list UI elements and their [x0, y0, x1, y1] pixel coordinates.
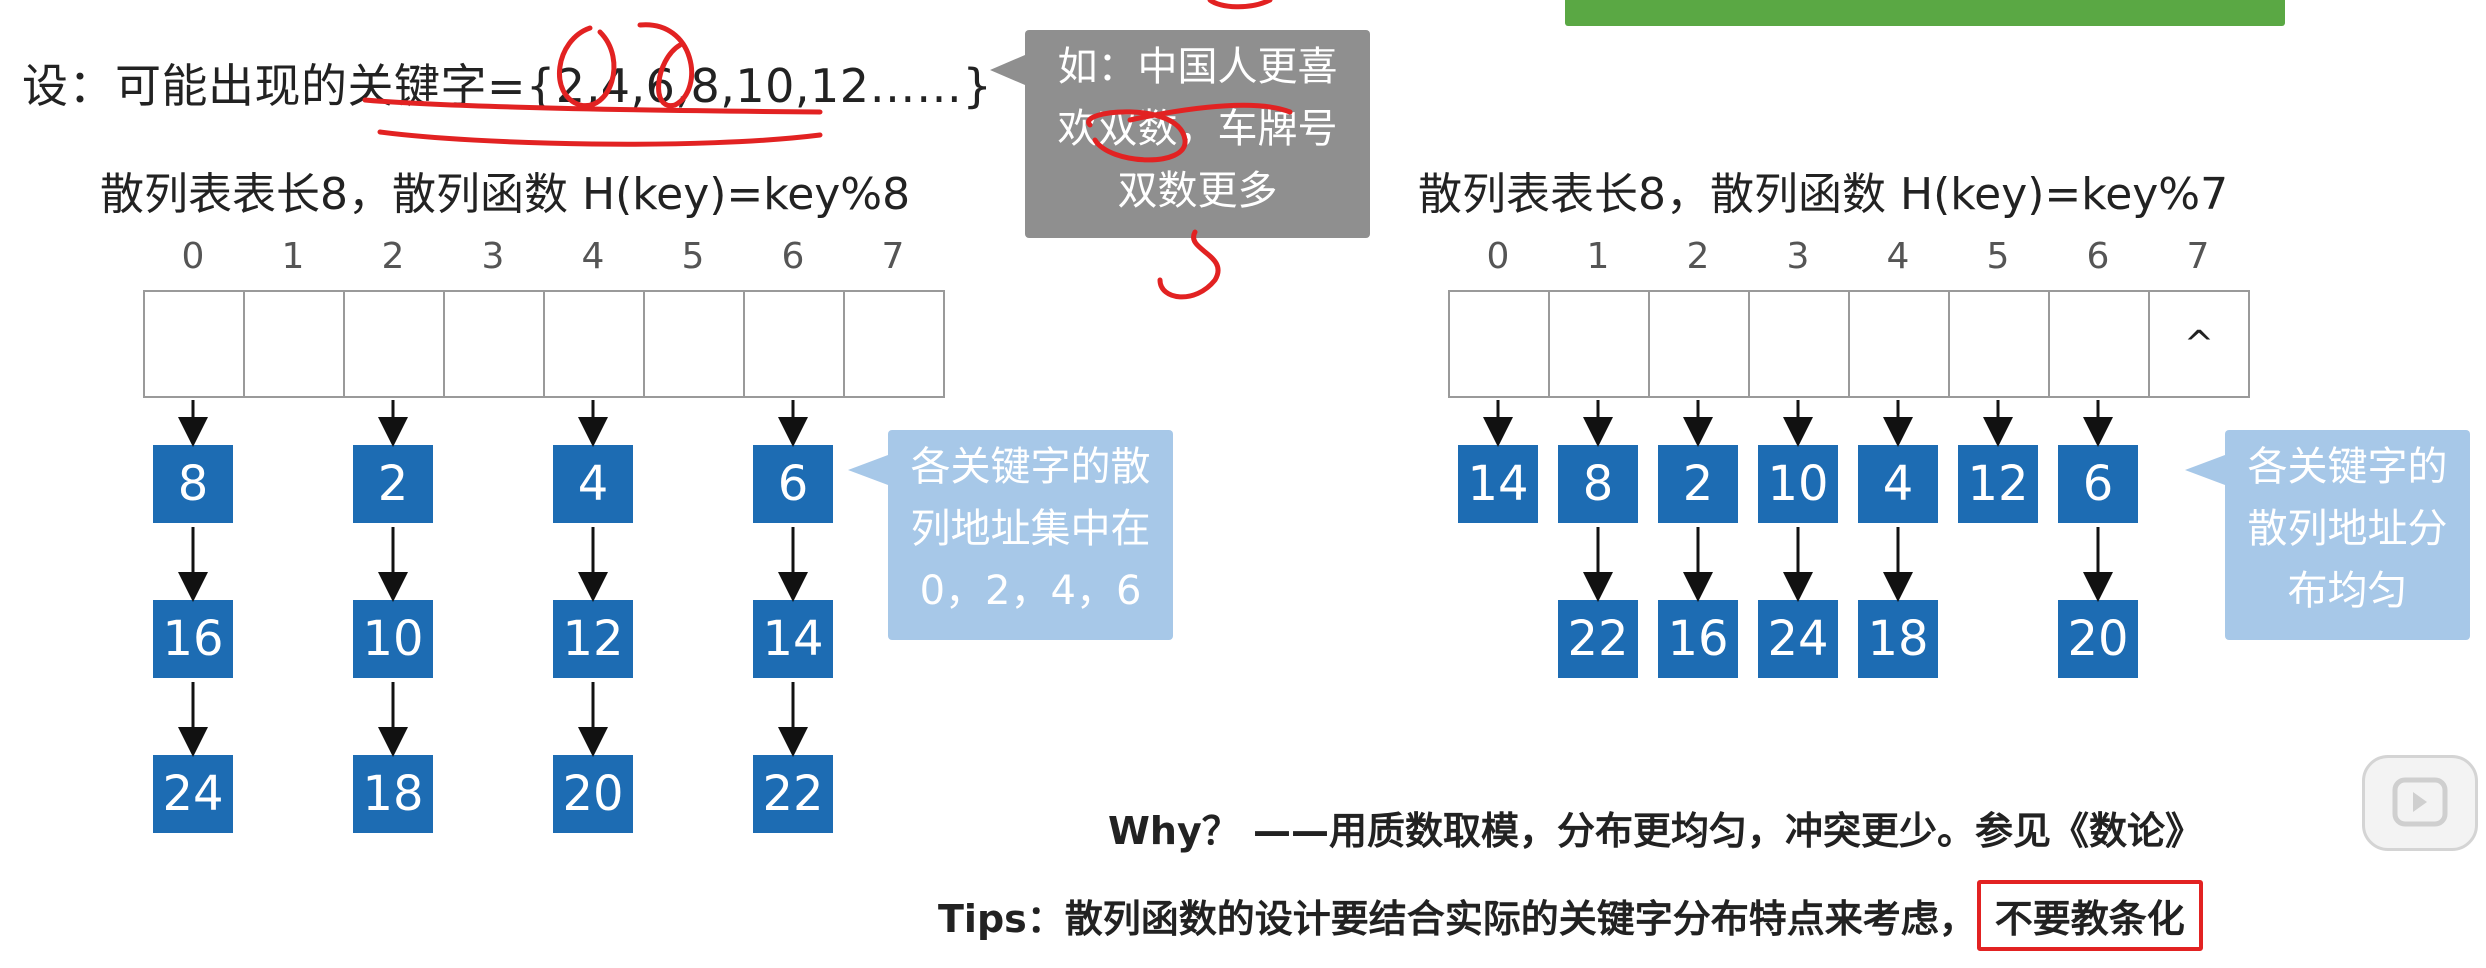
- hash-slot: [1650, 292, 1750, 396]
- chain-node: 24: [153, 755, 233, 833]
- callout-line: 列地址集中在: [910, 506, 1151, 552]
- hash-slot: [2050, 292, 2150, 396]
- slot-index: 5: [681, 236, 705, 277]
- chain-node: 4: [553, 445, 633, 523]
- callout-pointer: [990, 55, 1025, 85]
- chain-node: 24: [1758, 600, 1838, 678]
- play-icon: [2392, 777, 2448, 827]
- right-distribution-callout: 各关键字的 散列地址分 布均匀: [2225, 430, 2470, 640]
- left-table-heading: 散列表表长8，散列函数 H(key)=key%8: [100, 169, 911, 220]
- play-button[interactable]: [2362, 755, 2478, 851]
- callout-line: 0，2，4，6: [919, 568, 1142, 614]
- left-hash-table: [143, 290, 945, 398]
- chain-node: 20: [2058, 600, 2138, 678]
- hash-slot: [645, 292, 745, 396]
- chain-node: 22: [1558, 600, 1638, 678]
- callout-line: 布均匀: [2287, 568, 2408, 614]
- hash-slot: [1950, 292, 2050, 396]
- chain-node: 6: [2058, 445, 2138, 523]
- hash-slot: [1550, 292, 1650, 396]
- right-hash-table: ^: [1448, 290, 2250, 398]
- why-note: Why？ ——用质数取模，分布更均匀，冲突更少。参见《数论》: [1108, 809, 2203, 853]
- callout-pointer: [848, 455, 888, 485]
- callout-line: 各关键字的: [2247, 444, 2448, 490]
- left-index-row: 0 1 2 3 4 5 6 7: [143, 236, 943, 277]
- callout-line: 双数更多: [1117, 168, 1278, 214]
- slot-index: 0: [1486, 236, 1510, 277]
- chain-node: 14: [753, 600, 833, 678]
- chain-node: 12: [1958, 445, 2038, 523]
- callout-line: 散列地址分: [2247, 506, 2448, 552]
- slot-index: 6: [2086, 236, 2110, 277]
- chain-node: 10: [353, 600, 433, 678]
- slot-index: 0: [181, 236, 205, 277]
- right-index-row: 0 1 2 3 4 5 6 7: [1448, 236, 2248, 277]
- slot-index: 3: [1786, 236, 1810, 277]
- slot-index: 6: [781, 236, 805, 277]
- chain-node: 22: [753, 755, 833, 833]
- callout-chinese-preference: 如：中国人更喜 欢双数，车牌号 双数更多: [1025, 30, 1370, 238]
- hash-slot: [445, 292, 545, 396]
- tips-note: Tips：散列函数的设计要结合实际的关键字分布特点来考虑， 不要教条化: [938, 880, 2203, 951]
- right-table-heading: 散列表表长8，散列函数 H(key)=key%7: [1418, 169, 2229, 220]
- callout-pointer: [2185, 455, 2225, 485]
- chain-node: 4: [1858, 445, 1938, 523]
- callout-line: 各关键字的散: [910, 444, 1151, 490]
- callout-line: 如：中国人更喜: [1057, 44, 1338, 90]
- slot-index: 4: [581, 236, 605, 277]
- chain-node: 14: [1458, 445, 1538, 523]
- slot-index: 5: [1986, 236, 2010, 277]
- hash-slot: [145, 292, 245, 396]
- slot-index: 2: [1686, 236, 1710, 277]
- chain-node: 2: [1658, 445, 1738, 523]
- hash-slot: [1850, 292, 1950, 396]
- slot-index: 7: [881, 236, 905, 277]
- chain-node: 2: [353, 445, 433, 523]
- hash-slot: [745, 292, 845, 396]
- slot-index: 4: [1886, 236, 1910, 277]
- hash-slot: [345, 292, 445, 396]
- chain-node: 6: [753, 445, 833, 523]
- tips-highlight: 不要教条化: [1976, 880, 2203, 951]
- slot-index: 3: [481, 236, 505, 277]
- hash-slot: [1450, 292, 1550, 396]
- left-distribution-callout: 各关键字的散 列地址集中在 0，2，4，6: [888, 430, 1173, 640]
- tips-text: Tips：散列函数的设计要结合实际的关键字分布特点来考虑，: [938, 897, 1977, 941]
- green-banner: [1565, 0, 2285, 26]
- hash-slot: [1750, 292, 1850, 396]
- chain-node: 20: [553, 755, 633, 833]
- chain-node: 12: [553, 600, 633, 678]
- chain-node: 8: [153, 445, 233, 523]
- chain-node: 8: [1558, 445, 1638, 523]
- chain-node: 18: [1858, 600, 1938, 678]
- chain-node: 10: [1758, 445, 1838, 523]
- chain-node: 16: [153, 600, 233, 678]
- callout-line: 欢双数，车牌号: [1057, 106, 1338, 152]
- slot-index: 2: [381, 236, 405, 277]
- hash-slot: ^: [2183, 323, 2215, 365]
- slot-index: 7: [2186, 236, 2210, 277]
- hash-slot: [245, 292, 345, 396]
- chain-node: 16: [1658, 600, 1738, 678]
- key-set-text: 设：可能出现的关键字={2,4,6,8,10,12……}: [22, 59, 993, 113]
- chain-node: 18: [353, 755, 433, 833]
- hash-slot: [845, 292, 943, 396]
- slot-index: 1: [1586, 236, 1610, 277]
- slot-index: 1: [281, 236, 305, 277]
- hash-slot: [545, 292, 645, 396]
